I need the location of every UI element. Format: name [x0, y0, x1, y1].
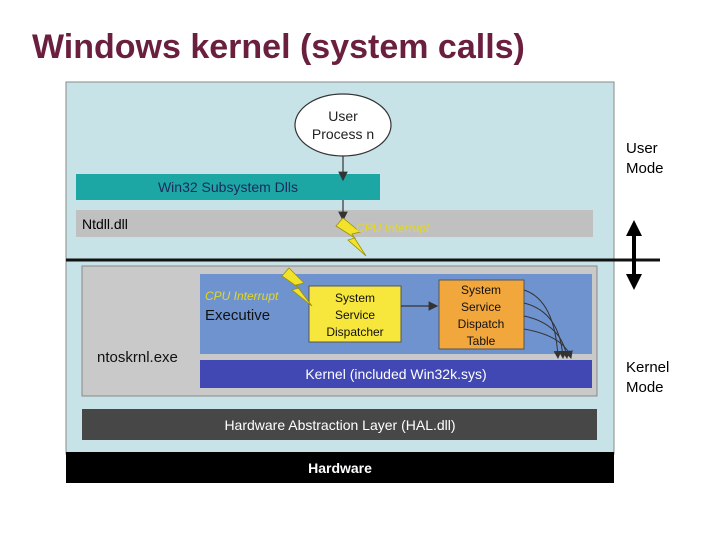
service-arrow-4: [523, 328, 573, 359]
hal-bar: [82, 409, 597, 440]
dispatcher-label-3: Dispatcher: [326, 325, 383, 339]
dispatcher-label-1: System: [335, 291, 375, 305]
win32-dlls-bar: [76, 174, 380, 200]
ntdll-label: Ntdll.dll: [82, 216, 128, 232]
dispatcher-label-2: Service: [335, 308, 375, 322]
ntdll-bar: [76, 210, 593, 237]
lightning-kernel-icon: [281, 267, 313, 307]
dispatcher-box: [308, 285, 402, 343]
user-process-label-2: Process n: [312, 126, 374, 142]
cpu-interrupt-kernel-label: CPU Interrupt: [205, 289, 279, 303]
executive-label: Executive: [205, 307, 270, 324]
hardware-bar: [66, 452, 614, 483]
kernel-label: Kernel (included Win32k.sys): [305, 366, 486, 382]
service-arrow-1: [523, 289, 562, 359]
table-label-3: Dispatch: [458, 317, 505, 331]
kernel-mode-label-2: Mode: [626, 379, 664, 396]
user-mode-label-2: Mode: [626, 160, 664, 177]
win32-dlls-label: Win32 Subsystem Dlls: [158, 179, 298, 195]
kernel-mode-label-1: Kernel: [626, 359, 669, 376]
table-label-4: Table: [467, 334, 496, 348]
kernel-bar: [200, 360, 592, 388]
dispatch-table-box: [438, 279, 525, 350]
service-arrow-2: [523, 302, 567, 359]
user-mode-label-1: User: [626, 140, 658, 157]
user-process-circle: [294, 93, 392, 157]
user-process-label: User: [328, 108, 358, 124]
cpu-interrupt-user-label: CPU Interrupt: [356, 221, 430, 235]
hardware-label: Hardware: [308, 460, 372, 476]
table-label-2: Service: [461, 300, 501, 314]
slide-title: Windows kernel (system calls): [32, 28, 525, 66]
lightning-user-icon: [335, 217, 367, 257]
ntoskrnl-label: ntoskrnl.exe: [97, 349, 178, 366]
mode-arrow-down-icon: [626, 274, 642, 290]
table-label-1: System: [461, 283, 501, 297]
hal-label: Hardware Abstraction Layer (HAL.dll): [224, 417, 455, 433]
mode-arrow-up-icon: [626, 220, 642, 236]
